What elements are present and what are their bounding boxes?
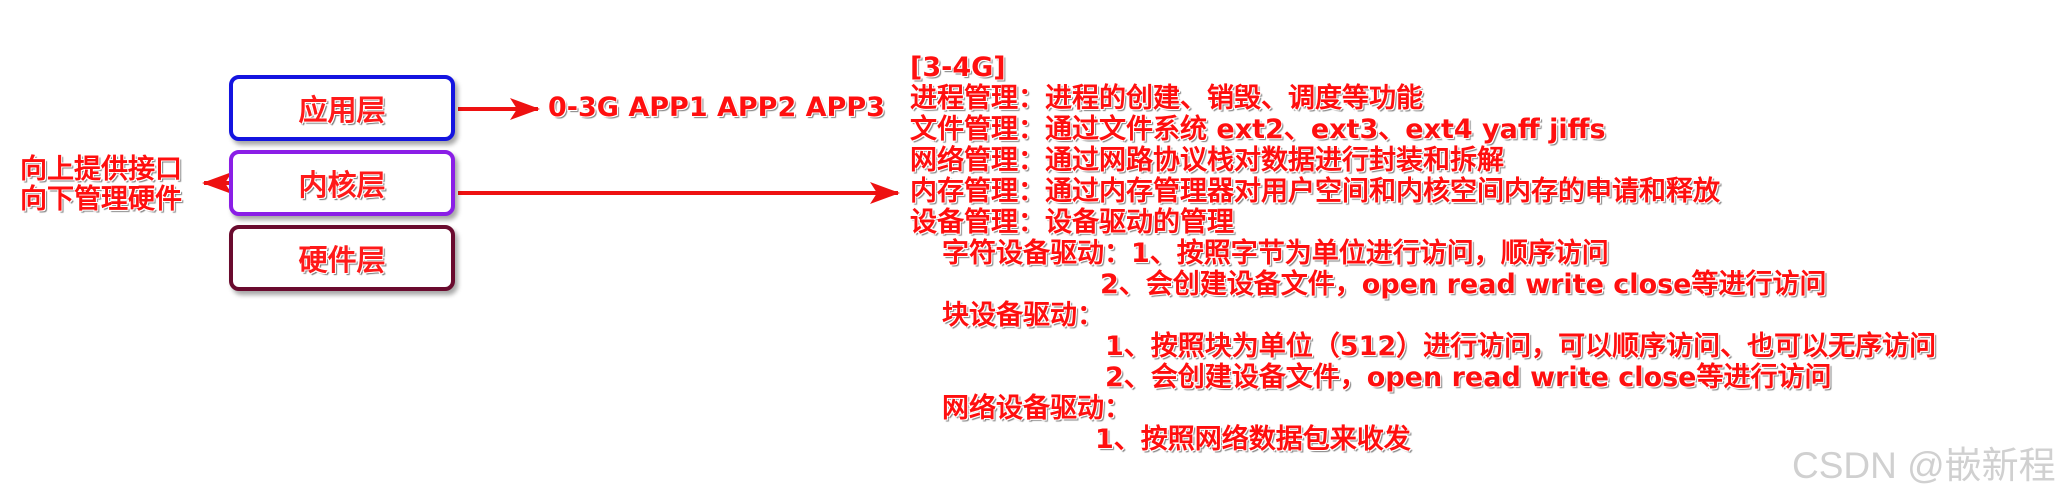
desc-line-0: [3-4G] <box>910 52 1006 83</box>
desc-line-10: 2、会创建设备文件，open read write close等进行访问 <box>1105 362 1832 393</box>
desc-line-5: 设备管理：设备驱动的管理 <box>910 207 1234 238</box>
desc-line-12: 1、按照网络数据包来收发 <box>1095 424 1411 455</box>
hardware-layer-label: 硬件层 <box>298 243 386 277</box>
desc-line-9: 1、按照块为单位（512）进行访问，可以顺序访问、也可以无序访问 <box>1105 331 1937 362</box>
app-layer-box: 应用层 <box>229 75 455 141</box>
kernel-layer-label: 内核层 <box>298 168 386 202</box>
desc-line-7: 2、会创建设备文件，open read write close等进行访问 <box>1100 269 1827 300</box>
app-layer-label: 应用层 <box>298 93 386 127</box>
desc-line-1: 进程管理：进程的创建、销毁、调度等功能 <box>910 83 1423 114</box>
kernel-role-line-2: 向下管理硬件 <box>20 184 182 215</box>
desc-line-8: 块设备驱动： <box>942 300 1104 331</box>
desc-line-11: 网络设备驱动： <box>942 393 1131 424</box>
app-address-range: 0-3G APP1 APP2 APP3 <box>548 92 885 123</box>
desc-line-2: 文件管理：通过文件系统 ext2、ext3、ext4 yaff jiffs <box>910 114 1606 145</box>
hardware-layer-box: 硬件层 <box>229 225 455 291</box>
desc-line-3: 网络管理：通过网路协议栈对数据进行封装和拆解 <box>910 145 1504 176</box>
kernel-layer-box: 内核层 <box>229 150 455 216</box>
kernel-role-line-1: 向上提供接口 <box>20 154 182 185</box>
kernel-role-note: 向上提供接口 向下管理硬件 <box>20 155 182 215</box>
desc-line-6: 字符设备驱动：1、按照字节为单位进行访问，顺序访问 <box>942 238 1609 269</box>
csdn-watermark: CSDN @嵌新程 <box>1792 445 2056 486</box>
desc-line-4: 内存管理：通过内存管理器对用户空间和内核空间内存的申请和释放 <box>910 176 1720 207</box>
